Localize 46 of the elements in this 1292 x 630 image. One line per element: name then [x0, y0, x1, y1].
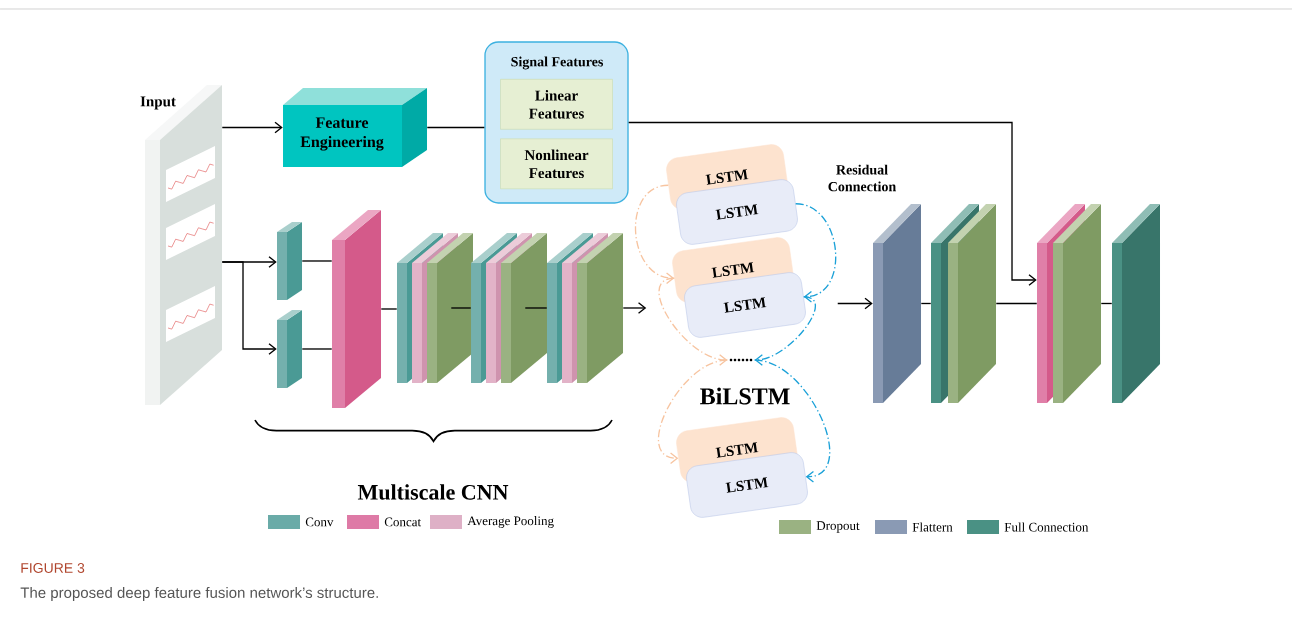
feature-box: Nonlinear Features: [500, 138, 613, 190]
layer-stack: [931, 204, 996, 403]
caption: The proposed deep feature fusion network’s structure.: [20, 587, 378, 601]
legend-label: Full Connection: [1004, 522, 1089, 532]
legend-label: Dropout: [816, 521, 860, 533]
arrow: [221, 121, 283, 134]
connector-line: [380, 308, 398, 310]
arrow: [628, 121, 1037, 286]
layer-stack: [1037, 204, 1101, 403]
arrow: [622, 302, 647, 314]
concat-layer: [332, 210, 381, 408]
connector-line: [920, 302, 932, 305]
arrow: [837, 297, 873, 310]
conv-layer: [277, 310, 302, 388]
legend-label: Flattern: [912, 522, 953, 532]
group-label: BiLSTM: [700, 387, 790, 405]
connector-line: [301, 348, 333, 350]
input-panel: Input: [140, 85, 222, 405]
group-label: Multiscale CNN: [357, 484, 509, 500]
legend-label: Average Pooling: [467, 516, 554, 528]
residual-arrow: [795, 203, 837, 303]
feature-engineering-block: Feature Engineering: [283, 88, 427, 167]
residual-arrow: [634, 184, 675, 285]
flatten-layer: [873, 204, 921, 403]
layer-stack: [397, 233, 473, 383]
legend-label: Conv: [305, 517, 334, 527]
layer-stack: [471, 233, 547, 383]
arrow: [221, 261, 277, 355]
residual-arrow: [754, 296, 817, 366]
conv-layer: [277, 222, 302, 300]
connector-line: [1100, 302, 1113, 305]
connector-line: [426, 126, 485, 129]
connector-line: [450, 307, 472, 309]
legend-label: Concat: [384, 517, 421, 527]
residual-arrow: [658, 359, 729, 465]
figure-number: FIGURE 3: [21, 563, 85, 573]
ellipsis: ......: [729, 358, 753, 362]
dense-layer: [1112, 204, 1160, 403]
connector-line: [301, 260, 333, 262]
layer-stack: [547, 233, 623, 383]
connector-line: [524, 307, 548, 309]
annotation: Residual Connection: [828, 164, 896, 192]
feature-box: Linear Features: [500, 79, 613, 130]
residual-arrow: [658, 277, 728, 366]
residual-arrow: [753, 359, 831, 483]
connector-line: [995, 302, 1038, 305]
